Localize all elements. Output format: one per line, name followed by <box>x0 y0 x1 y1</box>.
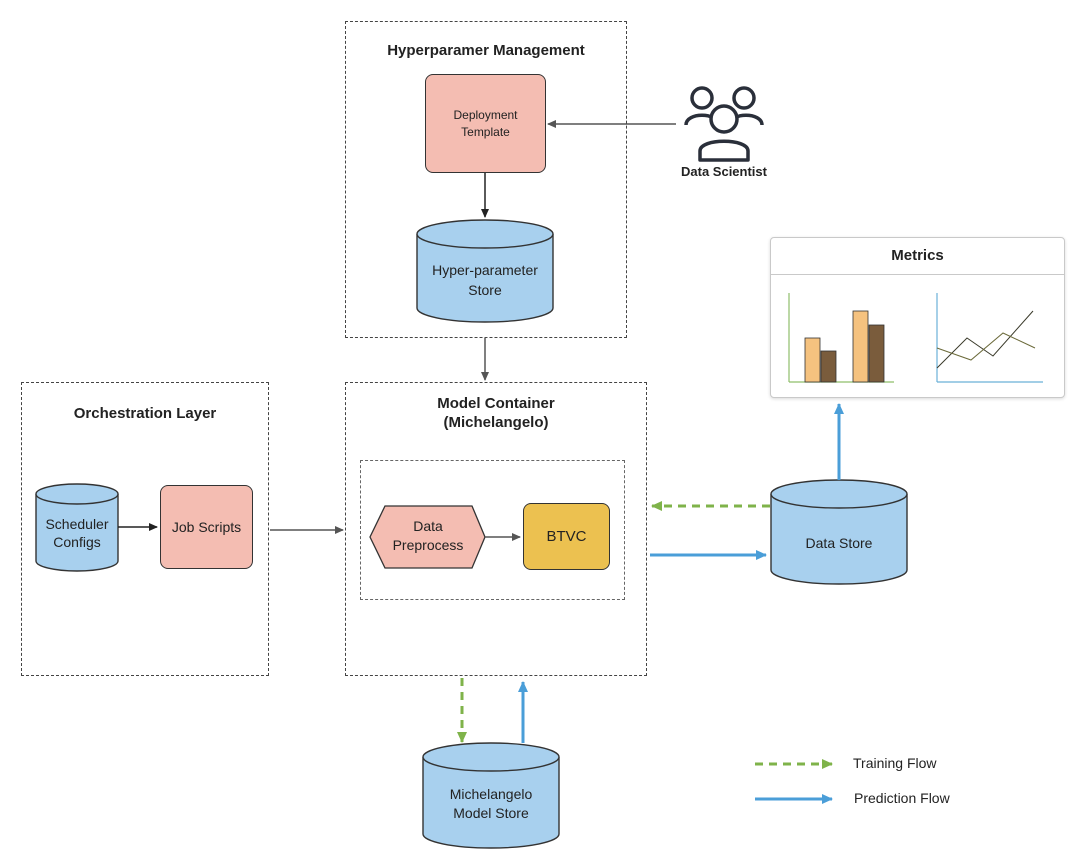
btvc-label: BTVC <box>546 528 587 545</box>
btvc-box[interactable]: BTVC <box>523 503 610 570</box>
metrics-bar-2 <box>820 350 837 383</box>
model-store-cylinder <box>422 742 560 849</box>
hyperparameter-management-group: Hyperparamer Management <box>345 21 627 338</box>
hyperparameter-management-title: Hyperparamer Management <box>387 42 585 59</box>
metrics-bar-chart <box>788 293 894 383</box>
metrics-line-chart <box>936 293 1043 383</box>
data-store-label: Data Store <box>805 535 873 551</box>
deployment-template-box[interactable]: Deployment Template <box>425 74 546 173</box>
legend-prediction-flow: Prediction Flow <box>854 790 950 806</box>
job-scripts-box[interactable]: Job Scripts <box>160 485 253 569</box>
model-pipeline-group <box>360 460 625 600</box>
orchestration-layer-title: Orchestration Layer <box>73 405 217 422</box>
metrics-bar-4 <box>868 324 885 383</box>
model-store-label: Michelangelo Model Store <box>449 786 533 821</box>
scheduler-configs-cylinder <box>35 483 119 572</box>
metrics-charts <box>788 293 1043 383</box>
data-preprocess-label: Data Preprocess <box>392 518 464 553</box>
legend-training-flow: Training Flow <box>853 755 937 771</box>
hyperparameter-store-cylinder <box>416 219 554 323</box>
data-preprocess-hexagon <box>369 505 486 569</box>
metrics-line-1 <box>936 310 1034 369</box>
users-group-icon <box>684 86 764 162</box>
scheduler-configs-label: Scheduler Configs <box>45 516 109 550</box>
hyperparameter-store-label: Hyper-parameter Store <box>432 262 538 298</box>
metrics-panel: Metrics <box>770 237 1065 398</box>
deployment-template-label: Deployment Template <box>453 107 518 139</box>
orchestration-layer-group: Orchestration Layer <box>21 382 269 676</box>
model-container-title: Model Container (Michelangelo) <box>437 395 555 431</box>
metrics-bar-3 <box>852 310 869 383</box>
model-container-group: Model Container (Michelangelo) <box>345 382 647 676</box>
metrics-title: Metrics <box>771 238 1064 275</box>
data-scientist-label: Data Scientist <box>681 164 767 179</box>
metrics-line-2 <box>936 332 1036 361</box>
data-store-cylinder <box>770 479 908 585</box>
metrics-bar-1 <box>804 337 821 383</box>
job-scripts-label: Job Scripts <box>171 519 242 535</box>
